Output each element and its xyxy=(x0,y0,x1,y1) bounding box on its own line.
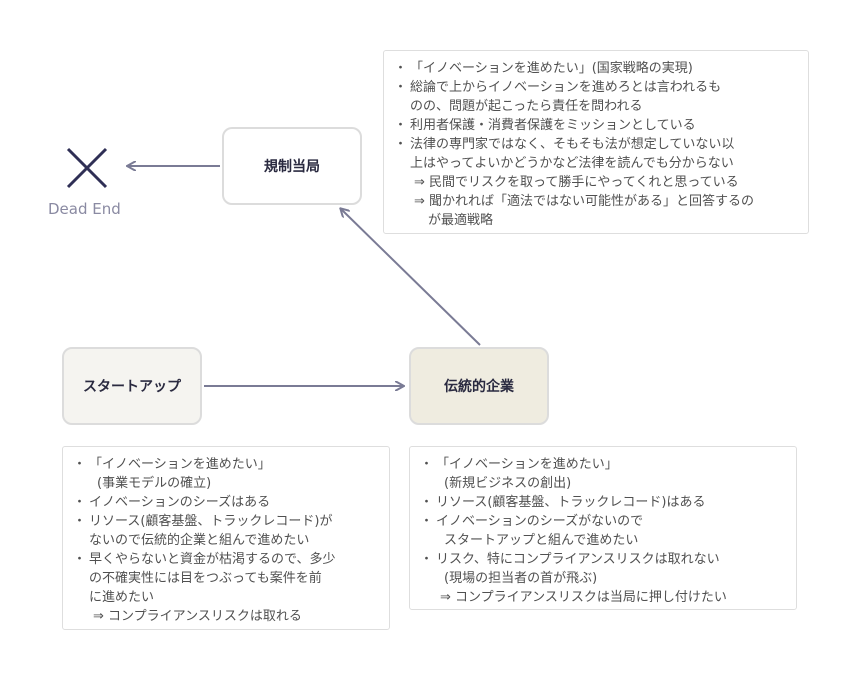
note-line: に進めたい xyxy=(89,590,155,605)
note-line: (事業モデルの確立) xyxy=(97,476,212,491)
note-line: イノベーションのシーズはある xyxy=(73,493,379,512)
dead-end-label: Dead End xyxy=(48,200,121,218)
traditional-company-note: 「イノベーションを進めたい」 (新規ビジネスの創出) リソース(顧客基盤、トラッ… xyxy=(409,446,797,610)
traditional-company-node: 伝統的企業 xyxy=(409,347,549,425)
regulator-note: 「イノベーションを進めたい」(国家戦略の実現) 総論で上からイノベーションを進め… xyxy=(383,50,809,234)
note-line: ⇒ コンプライアンスリスクは取れる xyxy=(93,609,302,624)
startup-node: スタートアップ xyxy=(62,347,202,425)
note-line: のの、問題が起こったら責任を問われる xyxy=(410,99,643,114)
note-line: ないので伝統的企業と組んで進めたい xyxy=(89,533,310,548)
startup-note: 「イノベーションを進めたい」 (事業モデルの確立) イノベーションのシーズはある… xyxy=(62,446,390,630)
arrow-traditional-to-regulator xyxy=(341,209,481,346)
note-line: 利用者保護・消費者保護をミッションとしている xyxy=(394,116,798,135)
note-line: リスク、特にコンプライアンスリスクは取れない xyxy=(420,550,786,569)
note-line: 総論で上からイノベーションを進めろとは言われるも xyxy=(394,78,798,97)
note-line: 「イノベーションを進めたい」 xyxy=(420,455,786,474)
note-line: ⇒ 民間でリスクを取って勝手にやってくれと思っている xyxy=(414,175,739,190)
note-line: (現場の担当者の首が飛ぶ) xyxy=(444,571,598,586)
note-line: の不確実性には目をつぶっても案件を前 xyxy=(89,571,322,586)
note-line: ⇒ 聞かれれば「適法ではない可能性がある」と回答するの xyxy=(414,194,755,209)
note-line: (新規ビジネスの創出) xyxy=(444,476,572,491)
regulator-node: 規制当局 xyxy=(222,127,362,205)
note-line: リソース(顧客基盤、トラックレコード)が xyxy=(73,512,379,531)
note-line: ⇒ コンプライアンスリスクは当局に押し付けたい xyxy=(440,590,727,605)
x-mark-icon xyxy=(66,147,108,189)
note-line: 「イノベーションを進めたい」(国家戦略の実現) xyxy=(394,59,798,78)
note-line: スタートアップと組んで進めたい xyxy=(444,533,639,548)
note-line: が最適戦略 xyxy=(428,213,494,228)
note-line: 「イノベーションを進めたい」 xyxy=(73,455,379,474)
note-line: 早くやらないと資金が枯渇するので、多少 xyxy=(73,550,379,569)
note-line: リソース(顧客基盤、トラックレコード)はある xyxy=(420,493,786,512)
note-line: 上はやってよいかどうかなど法律を読んでも分からない xyxy=(410,156,734,171)
note-line: イノベーションのシーズがないので xyxy=(420,512,786,531)
note-line: 法律の専門家ではなく、そもそも法が想定していない以 xyxy=(394,135,798,154)
